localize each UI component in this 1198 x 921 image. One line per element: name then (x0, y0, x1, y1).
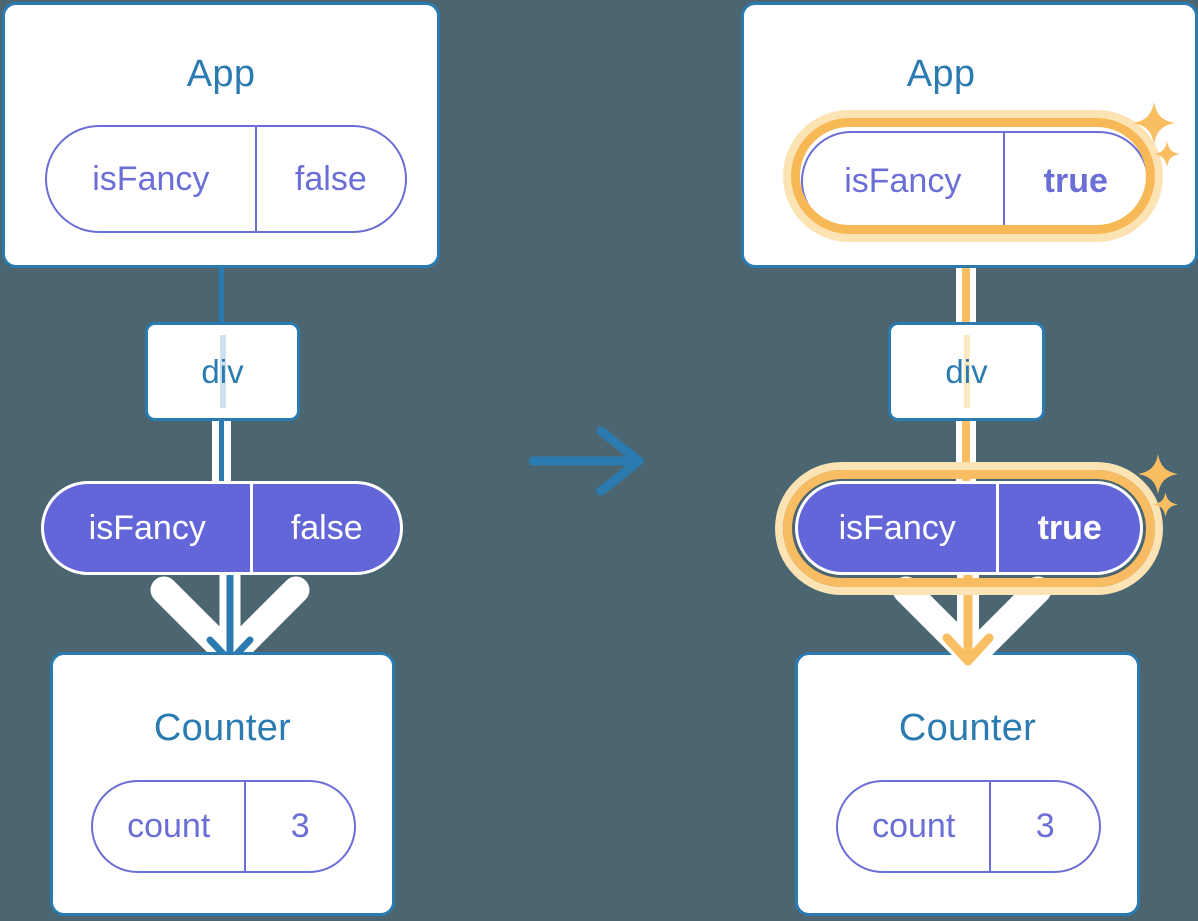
prop-value-before: false (250, 484, 400, 572)
app-title-after: App (906, 53, 976, 95)
prop-to-counter-arrow-after (862, 561, 1082, 676)
counter-state-name-after: count (872, 807, 956, 845)
counter-state-value-before: 3 (244, 782, 354, 871)
div-node-before: div (145, 322, 300, 421)
app-state-name-after: isFancy (844, 161, 962, 200)
prop-pill-before: isFancy false (41, 481, 403, 575)
app-state-value-after: true (1002, 133, 1147, 229)
prop-value-after: true (996, 484, 1140, 572)
counter-box-after: Counter count 3 (795, 652, 1140, 916)
counter-state-pill-before: count 3 (91, 780, 356, 873)
counter-state-pill-after: count 3 (836, 780, 1101, 873)
connector-div-to-prop-before (219, 415, 224, 485)
counter-state-name-before: count (127, 807, 211, 845)
counter-title-after: Counter (898, 707, 1037, 749)
app-title-before: App (186, 53, 256, 95)
counter-title-before: Counter (153, 707, 292, 749)
prop-name-before: isFancy (88, 508, 206, 547)
app-box-before: App isFancy false (2, 2, 440, 268)
div-label-after: div (945, 352, 988, 390)
sparkle-app-small-icon (1152, 139, 1182, 169)
counter-box-before: Counter count 3 (50, 652, 395, 916)
connector-div-to-prop-after (962, 415, 970, 487)
div-passthrough-line-after (963, 335, 970, 408)
transition-arrow (528, 425, 649, 497)
app-state-pill-before: isFancy false (45, 125, 407, 233)
connector-app-to-div-before (219, 260, 224, 325)
prop-to-counter-arrow-before (120, 562, 340, 676)
prop-pill-after: isFancy true (795, 481, 1143, 575)
app-box-after: App isFancy true (741, 2, 1198, 268)
div-passthrough-line-before (219, 335, 226, 408)
counter-state-value-after: 3 (989, 782, 1099, 871)
div-node-after: div (888, 322, 1045, 421)
app-state-pill-after: isFancy true (801, 131, 1149, 231)
connector-app-to-div-after (962, 215, 970, 330)
sparkle-prop-large-icon (1136, 452, 1180, 496)
app-state-value-before: false (254, 127, 405, 231)
div-label-before: div (201, 352, 244, 390)
prop-name-after: isFancy (838, 508, 956, 547)
app-state-name-before: isFancy (92, 159, 210, 198)
sparkle-prop-small-icon (1151, 490, 1180, 519)
